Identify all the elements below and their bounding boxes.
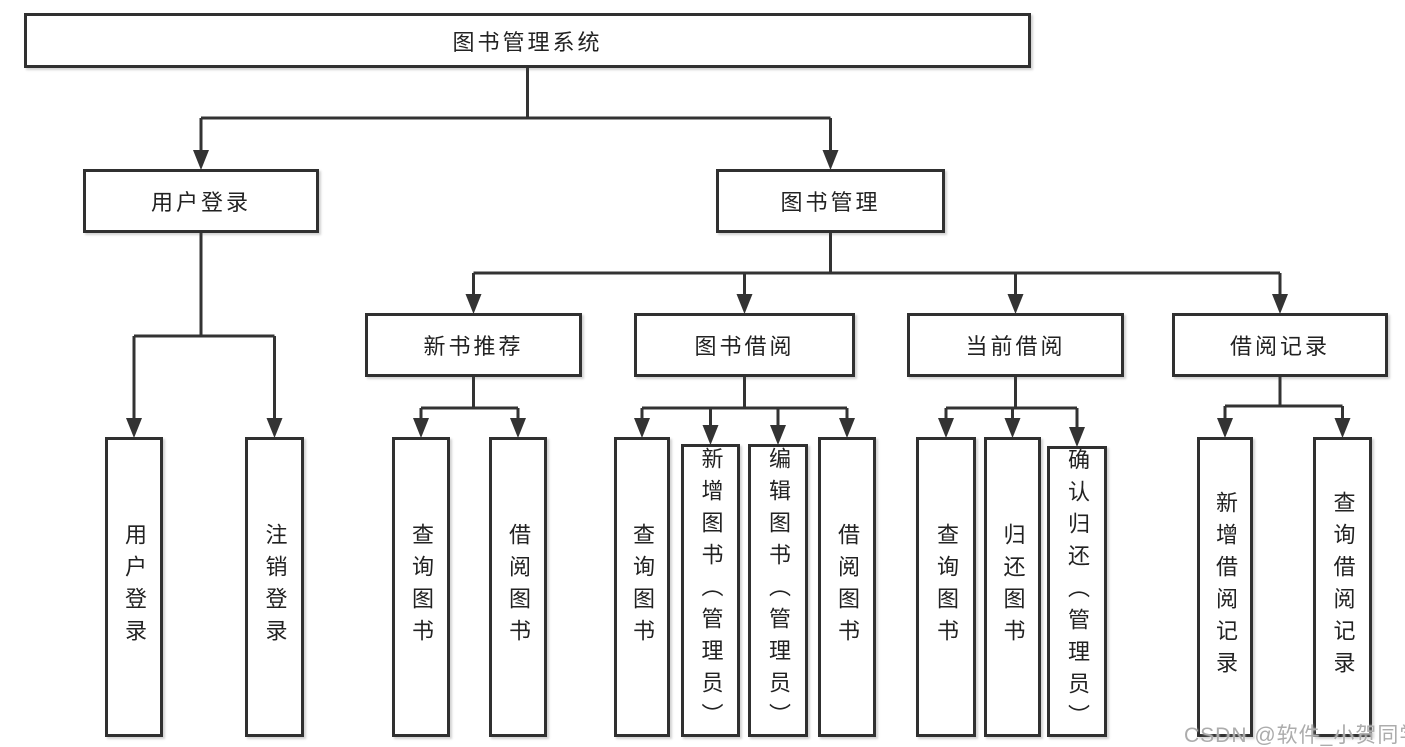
node-borrow-records-label: 借阅记录 xyxy=(1229,334,1330,359)
leaf-query-books-current-label: 查询图书 xyxy=(934,523,959,651)
node-book-borrow-label: 图书借阅 xyxy=(694,334,795,359)
node-user-login-label: 用户登录 xyxy=(150,190,251,215)
leaf-query-books-borrow-label: 查询图书 xyxy=(630,523,655,651)
leaf-borrow-books-recommend: 借阅图书 xyxy=(489,437,547,737)
leaf-logout-login: 注销登录 xyxy=(245,437,304,737)
node-book-borrow: 图书借阅 xyxy=(634,313,855,377)
leaf-borrow-books-recommend-label: 借阅图书 xyxy=(506,523,531,651)
node-book-management-label: 图书管理 xyxy=(780,190,881,215)
connector-borrow-records-children xyxy=(1217,377,1351,438)
leaf-query-books-recommend-label: 查询图书 xyxy=(409,523,434,651)
leaf-edit-books-admin: 编辑图书（管理员） xyxy=(748,444,808,737)
leaf-confirm-return-admin-label: 确认归还（管理员） xyxy=(1065,447,1090,736)
leaf-edit-books-admin-label: 编辑图书（管理员） xyxy=(766,446,791,735)
node-book-management: 图书管理 xyxy=(716,169,945,233)
leaf-return-books: 归还图书 xyxy=(984,437,1041,737)
leaf-query-books-borrow: 查询图书 xyxy=(614,437,670,737)
leaf-confirm-return-admin: 确认归还（管理员） xyxy=(1047,446,1107,737)
leaf-query-books-recommend: 查询图书 xyxy=(392,437,450,737)
node-user-login: 用户登录 xyxy=(83,169,319,233)
leaf-return-books-label: 归还图书 xyxy=(1000,523,1026,651)
connector-new-book-recommend-children xyxy=(413,377,526,438)
connector-book-borrow-children xyxy=(634,377,855,445)
leaf-add-borrow-record: 新增借阅记录 xyxy=(1197,437,1253,737)
connector-book-management-children xyxy=(465,233,1288,314)
leaf-query-borrow-record-label: 查询借阅记录 xyxy=(1330,491,1356,683)
connector-root-to-level2 xyxy=(193,68,839,170)
node-new-book-recommend: 新书推荐 xyxy=(365,313,582,377)
leaf-query-borrow-record: 查询借阅记录 xyxy=(1313,437,1372,737)
leaf-user-login: 用户登录 xyxy=(105,437,163,737)
connector-user-login-children xyxy=(126,233,283,438)
leaf-borrow-books: 借阅图书 xyxy=(818,437,876,737)
leaf-logout-login-label: 注销登录 xyxy=(262,523,288,651)
node-root-system-label: 图书管理系统 xyxy=(452,29,603,55)
node-current-borrow: 当前借阅 xyxy=(907,313,1124,377)
node-current-borrow-label: 当前借阅 xyxy=(965,334,1066,359)
leaf-add-borrow-record-label: 新增借阅记录 xyxy=(1213,491,1238,683)
leaf-query-books-current: 查询图书 xyxy=(916,437,976,737)
node-borrow-records: 借阅记录 xyxy=(1172,313,1388,377)
node-root-system: 图书管理系统 xyxy=(24,13,1031,68)
leaf-add-books-admin: 新增图书（管理员） xyxy=(681,444,740,737)
leaf-add-books-admin-label: 新增图书（管理员） xyxy=(698,446,724,735)
csdn-watermark: CSDN @软件_小贺同学 xyxy=(1184,724,1405,747)
leaf-user-login-label: 用户登录 xyxy=(122,523,147,651)
node-new-book-recommend-label: 新书推荐 xyxy=(423,334,524,359)
leaf-borrow-books-label: 借阅图书 xyxy=(835,523,860,651)
